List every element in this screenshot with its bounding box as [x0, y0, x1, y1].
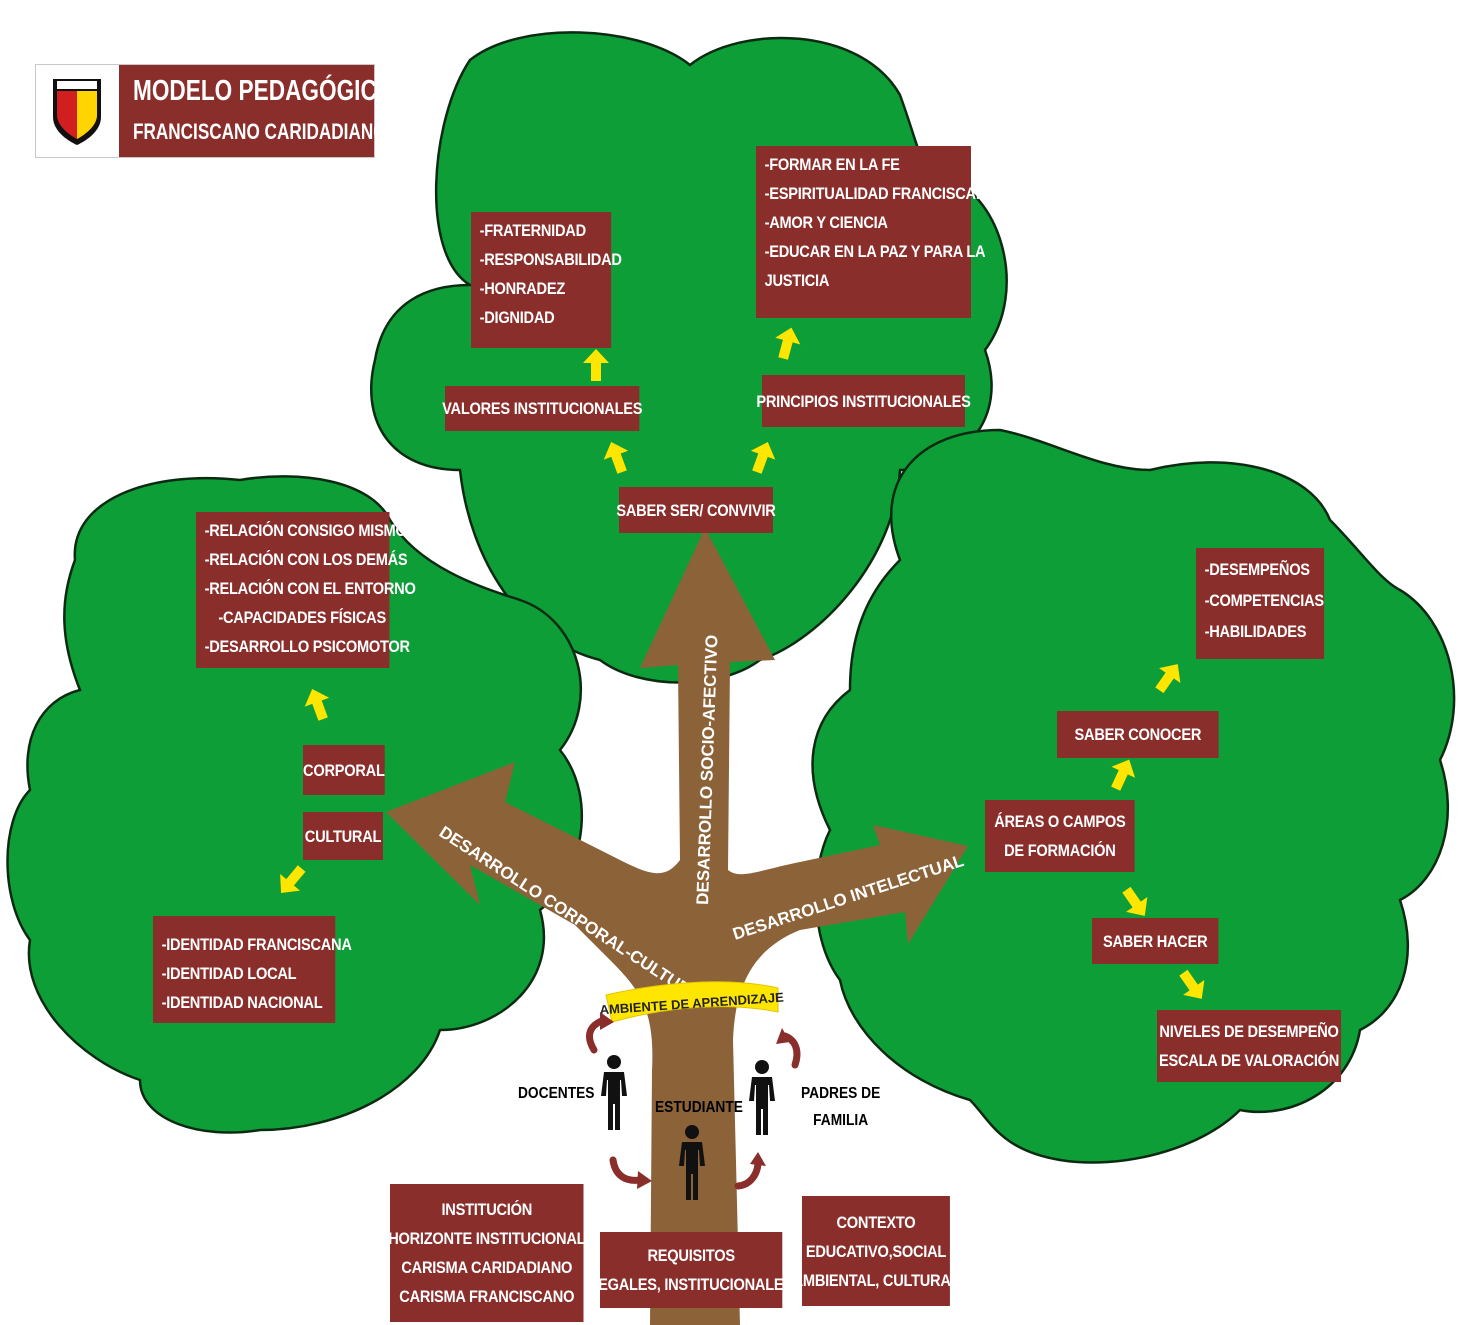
saber-conocer-box: SABER CONOCER — [1057, 711, 1219, 758]
saber-conocer-label: SABER CONOCER — [1074, 725, 1202, 744]
valores-item: -HONRADEZ — [479, 279, 566, 298]
padres-label: PADRES DE FAMILIA — [801, 1080, 880, 1134]
niveles-line: ESCALA DE VALORACIÓN — [1159, 1051, 1340, 1070]
padres-line: FAMILIA — [813, 1112, 869, 1129]
saber-hacer-label: SABER HACER — [1103, 931, 1208, 951]
valores-item: -RESPONSABILIDAD — [479, 250, 622, 269]
saber-hacer-box: SABER HACER — [1092, 918, 1219, 964]
desempenos-item: -HABILIDADES — [1204, 622, 1307, 641]
saber-ser-label: SABER SER/ CONVIVIR — [616, 500, 776, 520]
contexto-line: AMBIENTAL, CULTURAL — [792, 1270, 960, 1290]
cultural-box: CULTURAL — [303, 812, 383, 860]
valores-item: -FRATERNIDAD — [479, 221, 587, 240]
principios-item: -AMOR Y CIENCIA — [764, 213, 888, 232]
institucion-box: INSTITUCIÓN HORIZONTE INSTITUCIONAL CARI… — [388, 1184, 586, 1322]
title-line-2: FRANCISCANO CARIDADIANO — [133, 119, 387, 144]
valores-list: -FRATERNIDAD -RESPONSABILIDAD -HONRADEZ … — [471, 212, 622, 348]
niveles-box: NIVELES DE DESEMPEÑO ESCALA DE VALORACIÓ… — [1157, 1010, 1342, 1082]
desempenos-list: -DESEMPEÑOS -COMPETENCIAS -HABILIDADES — [1196, 548, 1324, 659]
valores-label: VALORES INSTITUCIONALES — [442, 399, 643, 418]
cycle-arrowhead-icon — [637, 1171, 652, 1189]
cultural-label: CULTURAL — [304, 826, 382, 846]
cycle-arrowhead-icon — [600, 1012, 614, 1030]
corporal-box: CORPORAL — [303, 745, 385, 795]
desempenos-item: -COMPETENCIAS — [1204, 591, 1325, 610]
cycle-arrowhead-icon — [750, 1152, 766, 1166]
title-banner: MODELO PEDAGÓGICO FRANCISCANO CARIDADIAN… — [119, 65, 394, 157]
relacion-list: -RELACIÓN CONSIGO MISMO -RELACIÓN CON LO… — [196, 512, 416, 668]
institucion-line: CARISMA CARIDADIANO — [401, 1258, 573, 1277]
school-crest-icon — [53, 79, 101, 145]
relacion-item: -CAPACIDADES FÍSICAS — [218, 608, 386, 627]
institucion-line: HORIZONTE INSTITUCIONAL — [388, 1229, 586, 1248]
estudiante-label: ESTUDIANTE — [655, 1099, 743, 1116]
desempenos-item: -DESEMPEÑOS — [1204, 560, 1310, 579]
institucion-line: INSTITUCIÓN — [441, 1200, 533, 1219]
principios-item: -FORMAR EN LA FE — [764, 155, 900, 174]
principios-item: JUSTICIA — [764, 271, 830, 290]
person-icon-padres — [749, 1060, 775, 1135]
identidad-item: -IDENTIDAD FRANCISCANA — [161, 935, 352, 954]
saber-ser-box: SABER SER/ CONVIVIR — [616, 487, 776, 533]
institucion-line: CARISMA FRANCISCANO — [399, 1287, 575, 1306]
relacion-item: -RELACIÓN CONSIGO MISMO — [204, 521, 407, 540]
valores-item: -DIGNIDAD — [479, 308, 555, 327]
title-line-1: MODELO PEDAGÓGICO — [133, 75, 395, 107]
requisitos-line: REQUISITOS — [647, 1246, 735, 1265]
relacion-item: -RELACIÓN CON LOS DEMÁS — [204, 550, 408, 569]
areas-line: DE FORMACIÓN — [1004, 841, 1116, 860]
canopy-right — [811, 428, 1456, 1164]
identidad-item: -IDENTIDAD NACIONAL — [161, 993, 323, 1012]
principios-label-box: PRINCIPIOS INSTITUCIONALES — [756, 375, 971, 427]
corporal-label: CORPORAL — [303, 760, 385, 780]
contexto-line: CONTEXTO — [836, 1212, 916, 1232]
trunk — [386, 528, 968, 1325]
principios-label: PRINCIPIOS INSTITUCIONALES — [756, 391, 971, 411]
principios-list: -FORMAR EN LA FE -ESPIRITUALIDAD FRANCIS… — [756, 146, 997, 318]
docentes-label: DOCENTES — [518, 1085, 595, 1102]
relacion-item: -RELACIÓN CON EL ENTORNO — [204, 579, 416, 598]
principios-item: -EDUCAR EN LA PAZ Y PARA LA — [764, 242, 986, 261]
person-icon-docentes — [601, 1055, 627, 1130]
areas-line: ÁREAS O CAMPOS — [994, 812, 1126, 831]
padres-line: PADRES DE — [801, 1085, 881, 1102]
title-block: MODELO PEDAGÓGICO FRANCISCANO CARIDADIAN… — [35, 64, 394, 158]
valores-label-box: VALORES INSTITUCIONALES — [442, 386, 643, 431]
identidad-list: -IDENTIDAD FRANCISCANA -IDENTIDAD LOCAL … — [153, 916, 352, 1023]
niveles-line: NIVELES DE DESEMPEÑO — [1159, 1022, 1339, 1041]
identidad-item: -IDENTIDAD LOCAL — [161, 964, 297, 983]
relacion-item: -DESARROLLO PSICOMOTOR — [204, 637, 411, 656]
areas-box: ÁREAS O CAMPOS DE FORMACIÓN — [985, 800, 1135, 872]
contexto-box: CONTEXTO EDUCATIVO,SOCIAL AMBIENTAL, CUL… — [793, 1196, 960, 1306]
contexto-line: EDUCATIVO,SOCIAL — [805, 1241, 947, 1261]
requisitos-box: REQUISITOS LEGALES, INSTITUCIONALES — [589, 1232, 793, 1308]
cycle-arrowhead-icon — [776, 1028, 790, 1044]
requisitos-line: LEGALES, INSTITUCIONALES — [589, 1275, 793, 1294]
principios-item: -ESPIRITUALIDAD FRANCISCANA — [764, 184, 997, 203]
